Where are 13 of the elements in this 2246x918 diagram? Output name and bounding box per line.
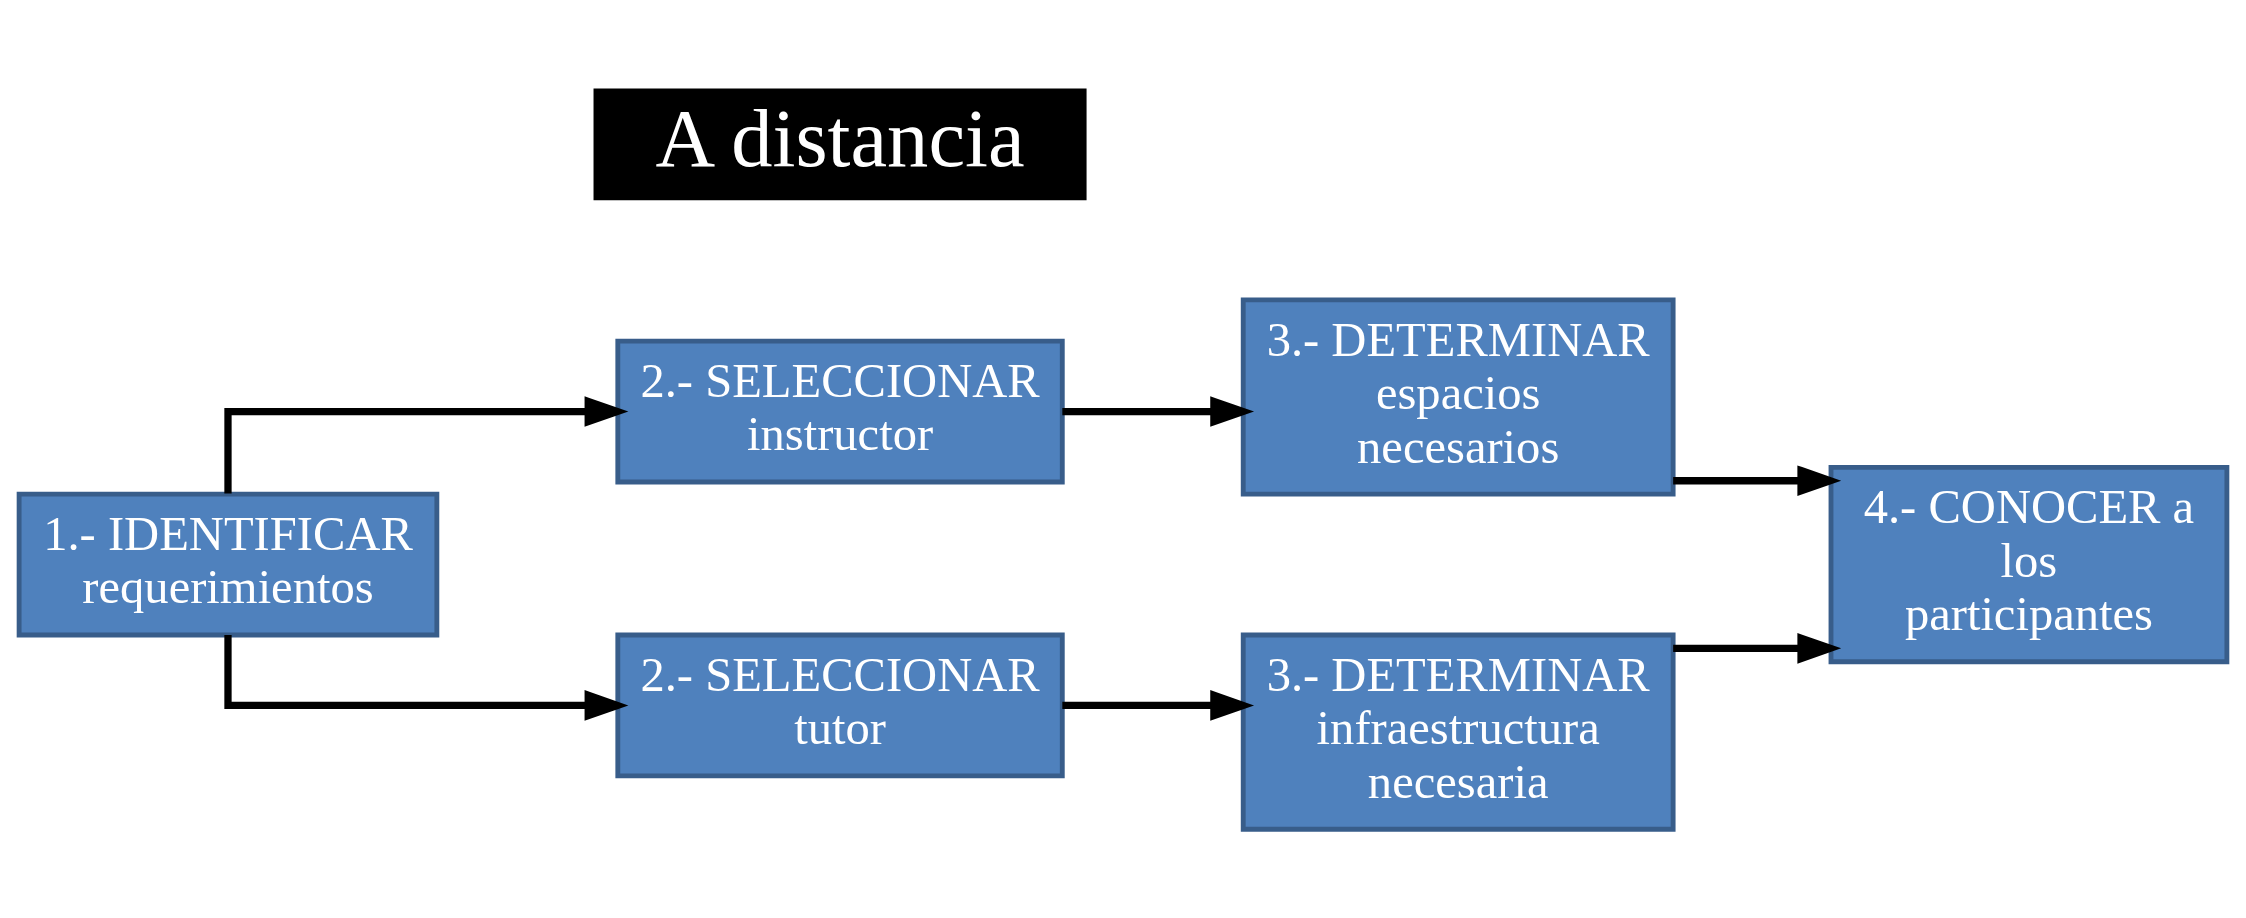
arrow (224, 395, 629, 493)
node-box: A distancia (593, 88, 1087, 200)
arrow (1062, 395, 1255, 427)
node-box: 2.- SELECCIONAR instructor (615, 338, 1065, 484)
node-box: 3.- DETERMINAR espacios necesarios (1240, 296, 1676, 497)
node-box: 4.- CONOCER a los participantes (1828, 464, 2230, 664)
node-box: 3.- DETERMINAR infraestructura necesaria (1240, 632, 1676, 832)
arrow (1062, 689, 1255, 721)
arrow (1673, 464, 1842, 496)
arrow (224, 634, 629, 721)
arrow (1673, 632, 1842, 664)
node-box: 2.- SELECCIONAR tutor (615, 632, 1065, 778)
node-box: 1.- IDENTIFICAR requerimientos (16, 491, 440, 637)
